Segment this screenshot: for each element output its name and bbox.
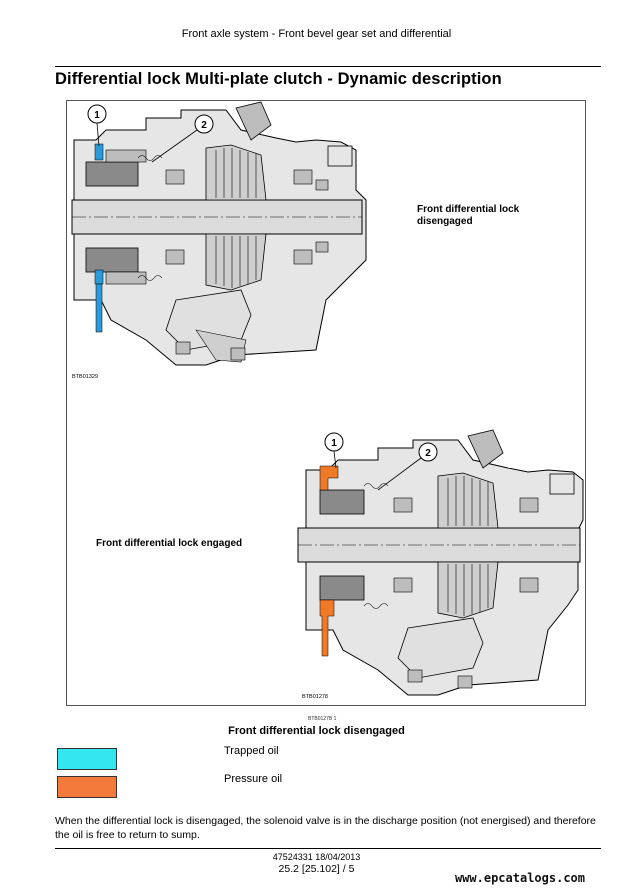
top-callout-2: 2 <box>201 120 207 131</box>
top-diagram-label-line1: Front differential lock <box>417 204 520 215</box>
description-text: When the differential lock is disengaged… <box>55 815 596 841</box>
footer-rule <box>55 848 601 849</box>
bottom-diagram: 1 2 BTB01278 <box>297 429 584 700</box>
title-rule <box>55 66 601 67</box>
top-clutch-lower <box>85 247 139 273</box>
bottom-diagram-code: BTB01278 <box>302 694 328 700</box>
top-diagram: 1 2 Front differential lock disengaged B… <box>71 101 520 380</box>
watermark-link[interactable]: www.epcatalogs.com <box>454 871 585 885</box>
footer-doc-ref: 47524331 18/04/2013 <box>272 852 361 862</box>
section-title: Differential lock Multi-plate clutch - D… <box>55 70 502 88</box>
bottom-callout-2-circle <box>418 442 438 462</box>
cutaway-diagram: 1 2 Front differential lock disengaged B… <box>71 101 584 700</box>
top-callout-1: 1 <box>94 110 100 121</box>
bottom-clutch-lower <box>319 575 365 601</box>
caption-code: BTB0127B 1 <box>308 716 337 722</box>
bottom-pressure-oil-upper <box>319 465 339 491</box>
figure-frame <box>66 100 586 706</box>
legend-swatch-trapped-oil <box>57 748 117 770</box>
running-header: Front axle system - Front bevel gear set… <box>181 28 452 40</box>
top-diagram-label-line2: disengaged <box>417 216 473 227</box>
legend-swatch-pressure-oil <box>57 776 117 798</box>
legend-label-pressure-oil: Pressure oil <box>224 773 283 785</box>
bottom-callout-2: 2 <box>425 448 431 459</box>
figure-caption: Front differential lock disengaged <box>228 725 405 737</box>
bottom-clutch-upper <box>319 489 365 515</box>
bottom-diagram-label: Front differential lock engaged <box>96 538 242 549</box>
top-clutch-upper <box>85 161 139 187</box>
bottom-pressure-oil-channel <box>319 599 335 657</box>
top-oil-channel <box>95 283 103 333</box>
legend-label-trapped-oil: Trapped oil <box>224 745 279 757</box>
bottom-callout-1: 1 <box>331 438 337 449</box>
footer-page-ref: 25.2 [25.102] / 5 <box>278 863 355 875</box>
top-diagram-code: BTB01329 <box>72 374 98 380</box>
top-callout-2-circle <box>194 114 214 134</box>
top-trapped-oil-upper <box>94 143 104 161</box>
